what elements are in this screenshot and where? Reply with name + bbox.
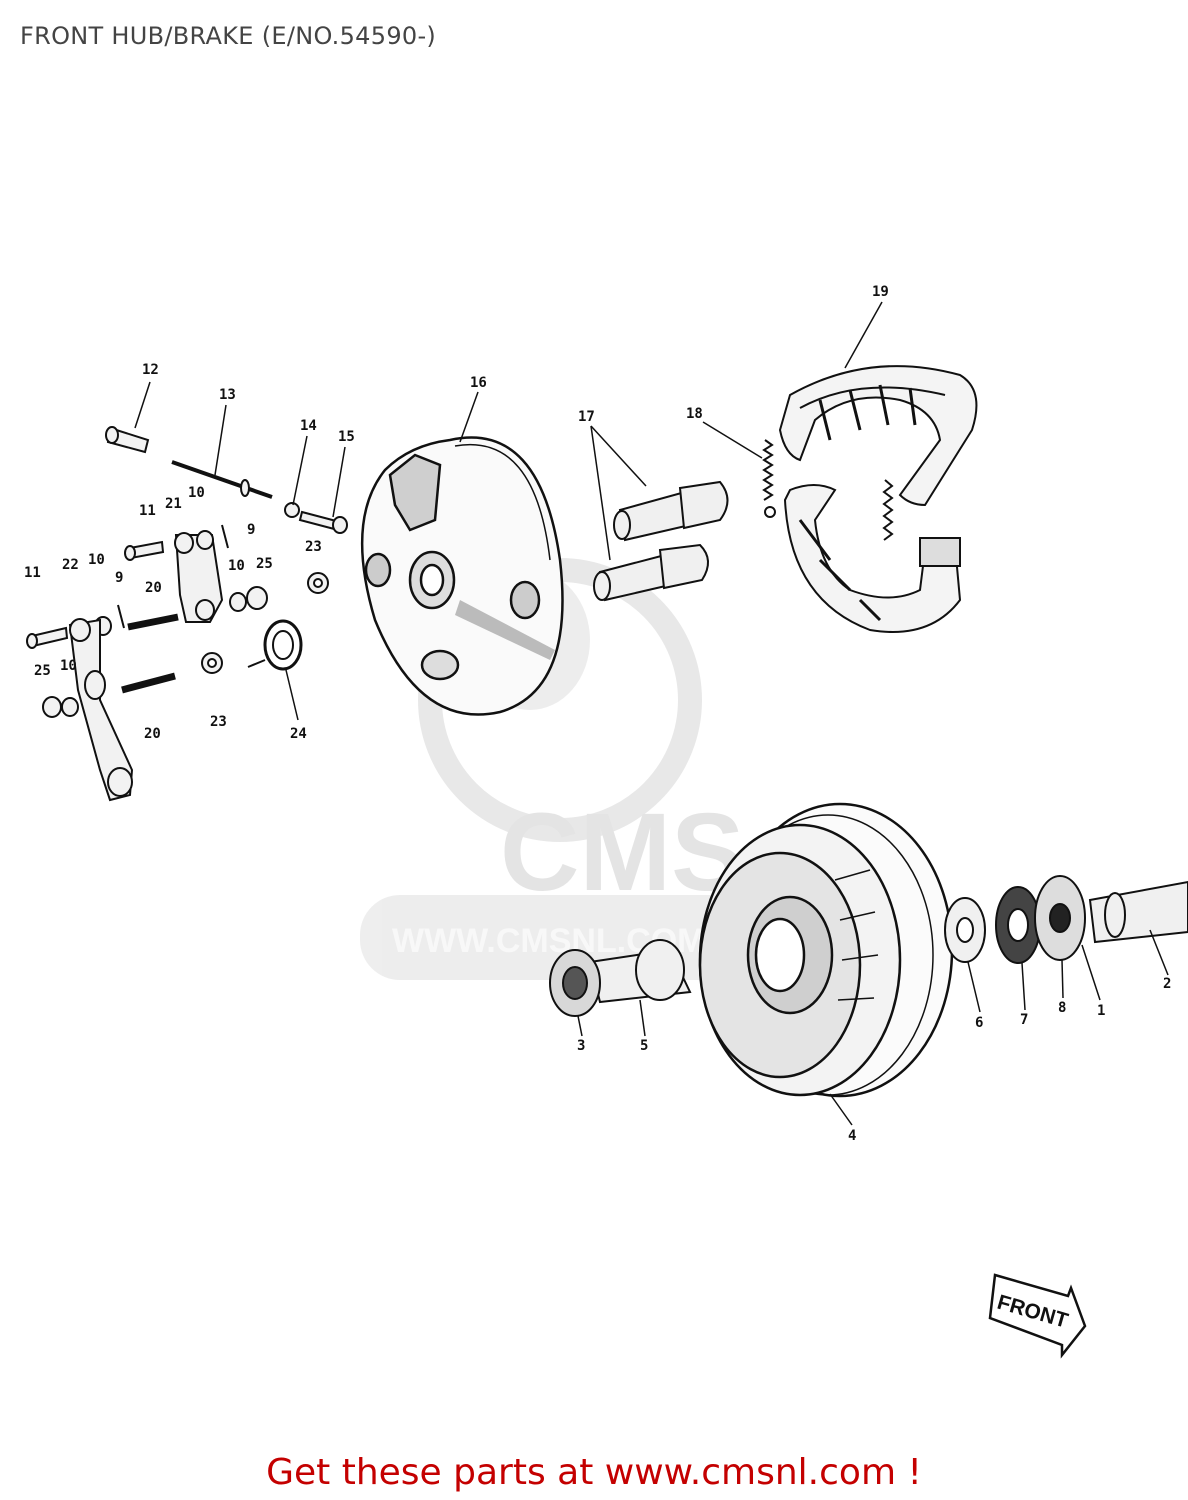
callout-8: 8 — [1058, 1000, 1066, 1016]
callout-10-top: 10 — [188, 485, 205, 501]
spacer-and-bearing-left — [549, 939, 692, 1017]
leader-lines — [134, 301, 1169, 1126]
callout-25-right: 25 — [256, 556, 273, 572]
callout-19: 19 — [872, 284, 889, 300]
callout-16: 16 — [470, 375, 487, 391]
callout-11-top: 11 — [139, 503, 156, 519]
brake-cams — [593, 480, 729, 602]
callout-23-top: 23 — [305, 539, 322, 555]
callout-1: 1 — [1097, 1003, 1105, 1019]
callout-4: 4 — [848, 1128, 856, 1144]
callout-9-top: 9 — [247, 522, 255, 538]
footer-promo-link[interactable]: Get these parts at www.cmsnl.com ! — [266, 1452, 922, 1493]
callout-22: 22 — [62, 557, 79, 573]
callout-10-left: 10 — [88, 552, 105, 568]
callout-15: 15 — [338, 429, 355, 445]
callout-12: 12 — [142, 362, 159, 378]
callout-10-bottom: 10 — [60, 658, 77, 674]
callout-10-mid: 10 — [228, 558, 245, 574]
callout-2: 2 — [1163, 976, 1171, 992]
callout-11-left: 11 — [24, 565, 41, 581]
callout-6: 6 — [975, 1015, 983, 1031]
callout-25-left: 25 — [34, 663, 51, 679]
callout-20-top: 20 — [145, 580, 162, 596]
callout-14: 14 — [300, 418, 317, 434]
callout-17: 17 — [578, 409, 595, 425]
watermark-brand: CMS — [500, 791, 744, 914]
page-title: FRONT HUB/BRAKE (E/NO.54590-) — [20, 22, 437, 50]
small-parts — [26, 426, 348, 802]
wheel-hub — [698, 802, 954, 1098]
callout-7: 7 — [1020, 1012, 1028, 1028]
callout-18: 18 — [686, 406, 703, 422]
front-direction-arrow — [988, 1273, 1087, 1359]
callout-23-bottom: 23 — [210, 714, 227, 730]
axle-and-bearings-right — [944, 875, 1188, 964]
brake-shoes — [778, 365, 978, 633]
callout-13: 13 — [219, 387, 236, 403]
callout-labels: 12 13 14 15 16 17 18 19 11 21 10 9 23 11… — [24, 284, 1171, 1144]
callout-5: 5 — [640, 1038, 648, 1054]
callout-20-bottom: 20 — [144, 726, 161, 742]
brake-panel — [360, 436, 564, 716]
callout-3: 3 — [577, 1038, 585, 1054]
return-spring — [762, 439, 894, 541]
callout-21: 21 — [165, 496, 182, 512]
callout-9-left: 9 — [115, 570, 123, 586]
callout-24: 24 — [290, 726, 307, 742]
